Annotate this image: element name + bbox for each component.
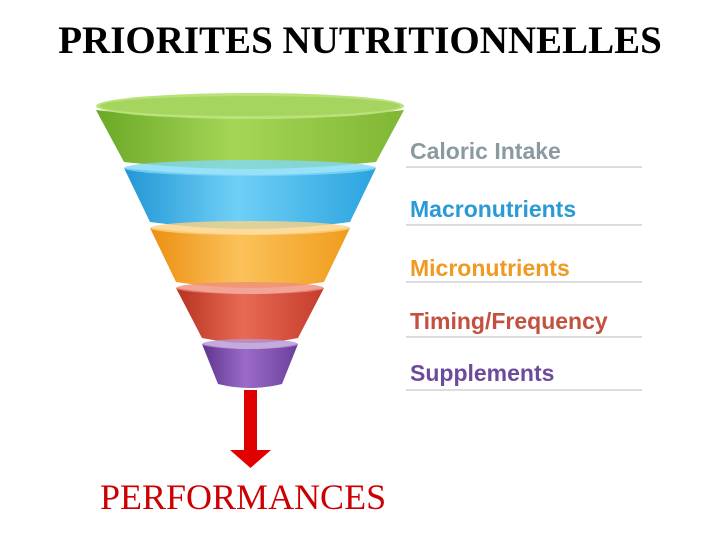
funnel-level-micronutrients <box>150 221 350 288</box>
result-label: PERFORMANCES <box>100 477 387 517</box>
level-label-timing-frequency: Timing/Frequency <box>410 308 608 334</box>
funnel-level-supplements <box>202 339 298 388</box>
level-label-macronutrients: Macronutrients <box>410 196 577 222</box>
slide-title: PRIORITES NUTRITIONNELLES <box>58 19 662 62</box>
divider-line <box>406 336 642 338</box>
divider-line <box>406 389 642 391</box>
level-label-supplements: Supplements <box>410 360 555 386</box>
funnel-level-timing-frequency <box>176 282 324 343</box>
divider-line <box>406 224 642 226</box>
divider-line <box>406 281 642 283</box>
funnel-level-caloric-intake <box>96 93 404 169</box>
result-arrow <box>230 390 271 468</box>
divider-line <box>406 166 642 168</box>
level-label-caloric-intake: Caloric Intake <box>410 138 561 164</box>
funnel-level-macronutrients <box>124 160 376 229</box>
level-label-micronutrients: Micronutrients <box>410 255 570 281</box>
